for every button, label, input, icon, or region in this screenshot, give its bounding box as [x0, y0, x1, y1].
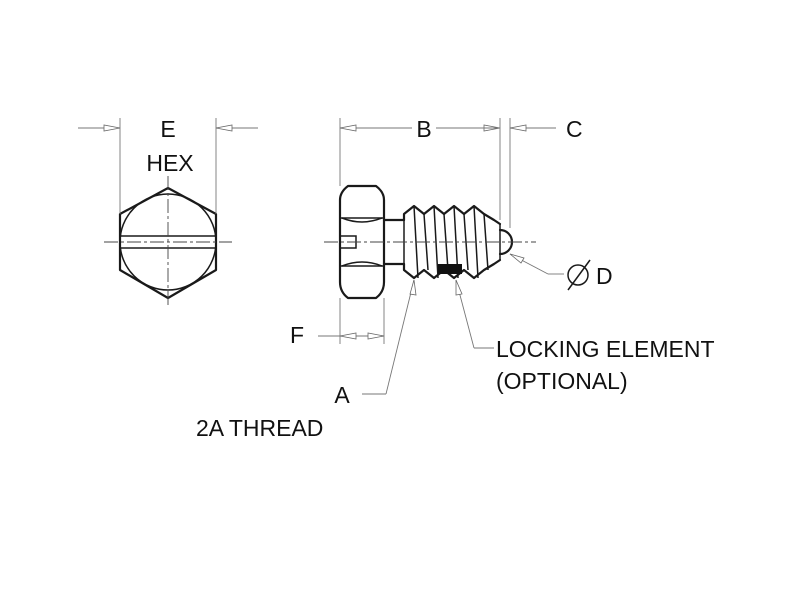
label-optional: (OPTIONAL) — [496, 368, 628, 394]
diameter-symbol-icon — [567, 259, 591, 291]
label-hex: HEX — [146, 150, 193, 176]
thread-profile-top — [402, 204, 502, 226]
leader-d — [509, 253, 564, 275]
label-b: B — [416, 116, 431, 142]
side-view — [324, 184, 536, 300]
end-view — [104, 176, 232, 308]
label-d: D — [596, 263, 613, 289]
label-f: F — [290, 322, 304, 348]
label-c: C — [566, 116, 583, 142]
label-2a-thread: 2A THREAD — [196, 415, 323, 441]
label-e: E — [160, 116, 175, 142]
leader-a — [362, 279, 417, 395]
label-a: A — [334, 382, 350, 408]
dimension-c — [480, 118, 556, 228]
locking-element — [438, 264, 462, 274]
dimension-f — [318, 298, 385, 344]
label-locking-element: LOCKING ELEMENT — [496, 336, 715, 362]
leader-locking-element — [455, 279, 494, 349]
dimension-e — [78, 118, 258, 214]
hex-head-side — [338, 184, 386, 300]
